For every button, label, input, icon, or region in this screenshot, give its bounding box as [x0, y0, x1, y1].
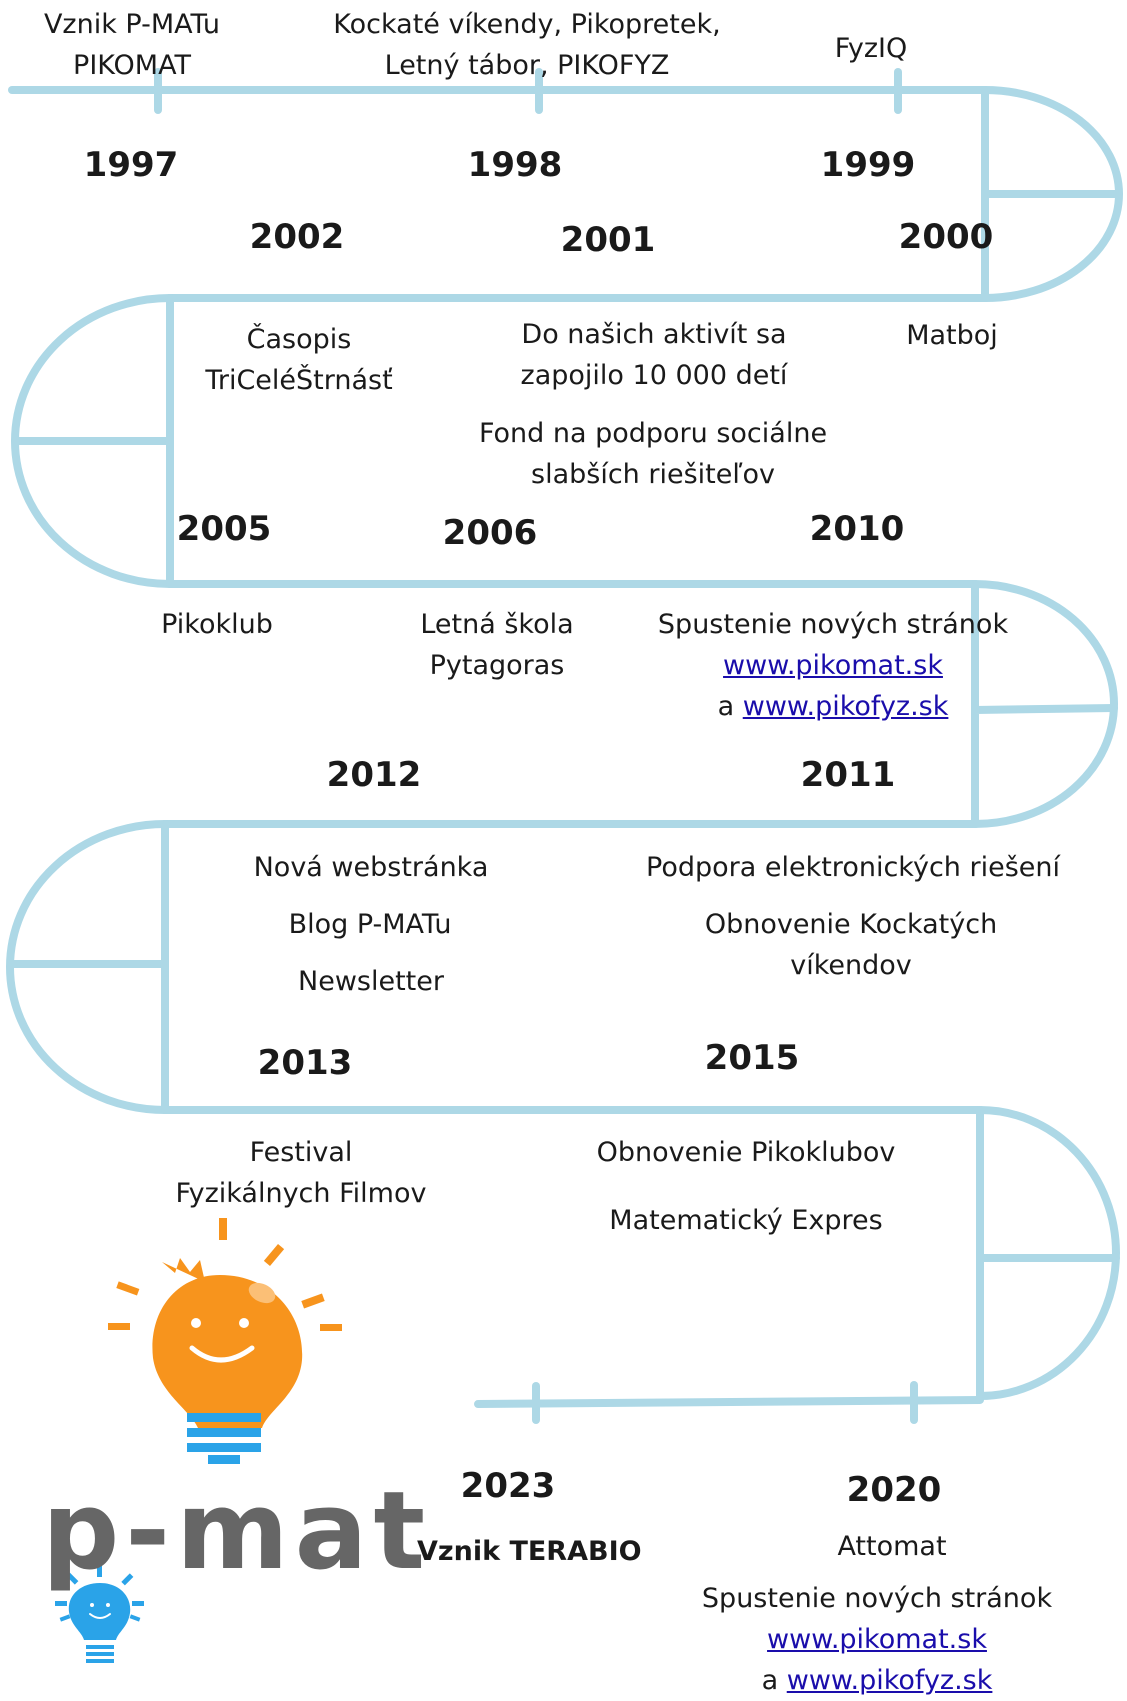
year-1999: 1999 — [820, 145, 916, 185]
track-turn-right-2 — [971, 580, 1118, 828]
event-2020-websites: Spustenie nových stránok www.pikomat.sk … — [701, 1583, 1053, 1696]
year-1998: 1998 — [467, 145, 563, 185]
event-2020-attomat: Attomat — [837, 1531, 947, 1562]
event-2012-newsletter: Newsletter — [298, 966, 444, 997]
year-2020: 2020 — [846, 1470, 942, 1510]
year-2011: 2011 — [800, 755, 896, 795]
event-2005: Pikoklub — [161, 609, 273, 640]
year-1997: 1997 — [83, 145, 179, 185]
year-2015: 2015 — [704, 1038, 800, 1078]
link-pikofyz-2010[interactable]: www.pikofyz.sk — [742, 691, 949, 722]
year-2005: 2005 — [176, 509, 272, 549]
event-2011-electronic: Podpora elektronických riešení — [646, 852, 1060, 883]
year-2002: 2002 — [249, 217, 345, 257]
year-2010: 2010 — [809, 509, 905, 549]
year-2000: 2000 — [898, 217, 994, 257]
event-2012-web: Nová webstránka — [253, 852, 489, 883]
event-2010: Spustenie nových stránok www.pikomat.sk … — [657, 609, 1009, 722]
year-2001: 2001 — [560, 220, 656, 260]
event-2023: Vznik TERABIO — [417, 1536, 642, 1567]
event-2000: Matboj — [906, 320, 998, 351]
year-2023: 2023 — [460, 1466, 556, 1506]
link-pikofyz-2020[interactable]: www.pikofyz.sk — [786, 1665, 993, 1696]
year-2013: 2013 — [257, 1043, 353, 1083]
track-row6 — [474, 1396, 984, 1408]
event-1998: Kockaté víkendy, Pikopretek,Letný tábor,… — [333, 9, 721, 81]
year-2006: 2006 — [442, 513, 538, 553]
small-bulb-icon — [55, 1565, 144, 1663]
event-2012-blog: Blog P-MATu — [288, 909, 452, 940]
track-turn-right-3 — [976, 1106, 1120, 1400]
link-pikomat-2010[interactable]: www.pikomat.sk — [723, 650, 943, 681]
event-2015-express: Matematický Expres — [609, 1205, 883, 1236]
pmat-logo: p-mat — [42, 1469, 432, 1594]
year-2012: 2012 — [326, 755, 422, 795]
link-pikomat-2020[interactable]: www.pikomat.sk — [767, 1624, 987, 1655]
event-2015-pikoclubs: Obnovenie Pikoklubov — [596, 1137, 896, 1168]
event-1999: FyzIQ — [834, 33, 908, 64]
lightbulb-mascot-icon — [108, 1218, 342, 1464]
